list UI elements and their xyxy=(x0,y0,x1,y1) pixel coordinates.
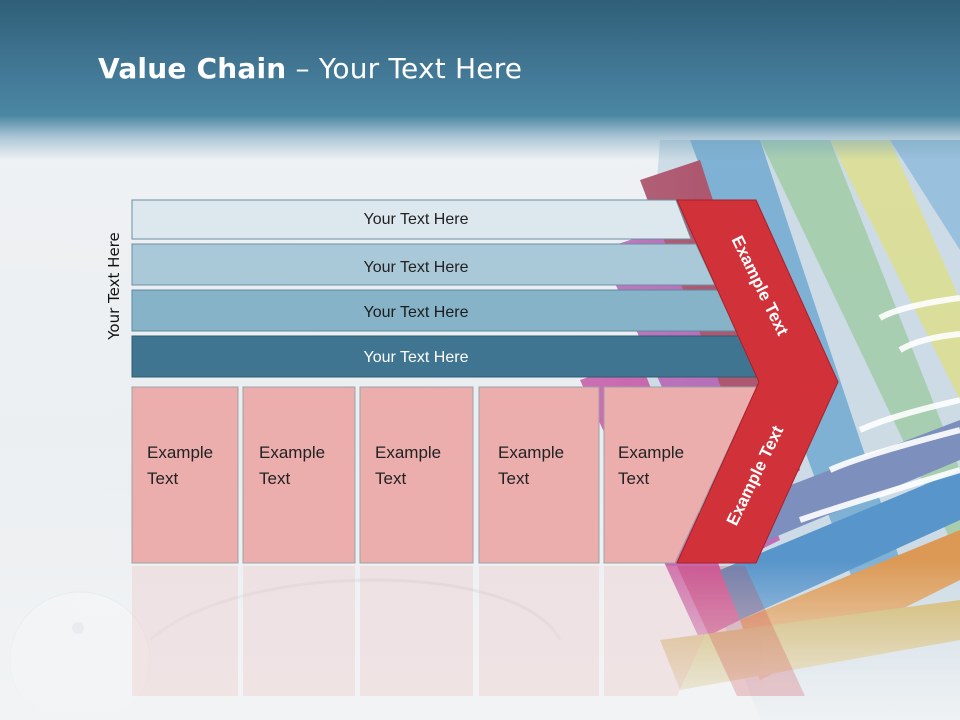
slide-title: Value Chain – Your Text Here xyxy=(98,52,522,85)
box-5-line1: Example xyxy=(618,443,684,462)
title-band xyxy=(0,0,960,160)
chevron-shape xyxy=(676,199,839,564)
box-2-line1: Example xyxy=(259,443,325,462)
box-1-shape xyxy=(131,386,239,564)
bar-1-label: Your Text Here xyxy=(364,211,469,228)
bar-4-label: Your Text Here xyxy=(364,349,469,366)
box-3-shape xyxy=(359,386,474,564)
reflection xyxy=(132,566,805,696)
box-4-shape xyxy=(478,386,600,564)
box-1-line2: Text xyxy=(147,469,178,488)
box-5-shape xyxy=(603,386,758,564)
title-bold: Value Chain xyxy=(98,52,287,85)
box-2-line2: Text xyxy=(259,469,290,488)
bar-3-label: Your Text Here xyxy=(364,304,469,321)
bar-1-shape xyxy=(131,199,692,240)
box-3-line2: Text xyxy=(375,469,406,488)
box-1-line1: Example xyxy=(147,443,213,462)
box-3-line1: Example xyxy=(375,443,441,462)
title-rest: – Your Text Here xyxy=(286,52,523,85)
box-2-shape xyxy=(242,386,356,564)
box-4-line2: Text xyxy=(498,469,529,488)
box-5-line2: Text xyxy=(618,469,649,488)
bar-2-label: Your Text Here xyxy=(364,259,469,276)
box-4-line1: Example xyxy=(498,443,564,462)
